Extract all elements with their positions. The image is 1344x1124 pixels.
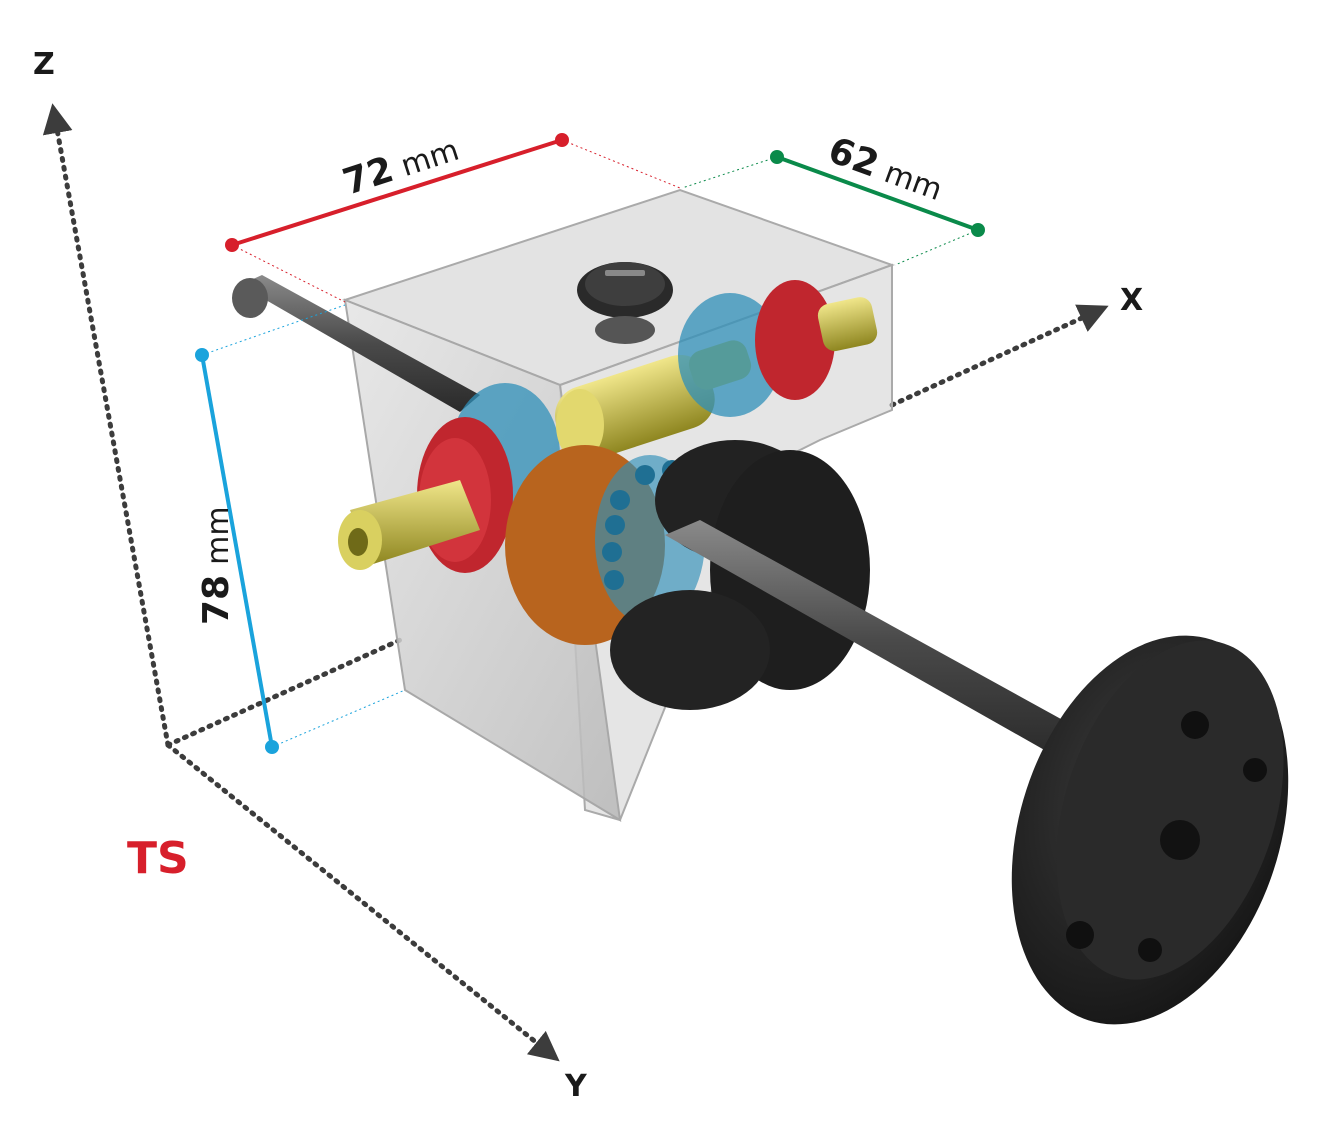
bearing-blue-right (678, 293, 782, 417)
dimension-width: 62mm (681, 130, 985, 266)
gearbox-illustration (232, 188, 1289, 1025)
z-axis-line (42, 103, 171, 748)
bearing-red-right (755, 280, 835, 400)
dimension-height: 78mm (195, 304, 406, 754)
length-dimension-line (231, 138, 563, 247)
height-endpoint-start (195, 348, 209, 362)
top-screw (577, 262, 673, 344)
brand-label: TS (127, 833, 189, 884)
output-stub-shaft (817, 297, 878, 352)
axes: Z X Y (33, 47, 1143, 1104)
z-axis-label: Z (33, 47, 55, 82)
length-endpoint-end (555, 133, 569, 147)
height-label: 78mm (196, 506, 237, 625)
x-axis-line (889, 304, 1109, 408)
height-endpoint-end (265, 740, 279, 754)
y-axis-line (165, 742, 560, 1062)
yellow-drive-shaft (338, 480, 480, 570)
input-threaded-shaft (232, 275, 480, 412)
length-endpoint-start (225, 238, 239, 252)
x-axis-back-line (165, 637, 403, 748)
width-endpoint-end (971, 223, 985, 237)
y-axis-label: Y (564, 1069, 588, 1104)
output-threaded-spindle (665, 520, 1090, 760)
height-dimension-line (200, 354, 274, 748)
dimension-length: 72mm (225, 133, 681, 303)
width-endpoint-start (770, 150, 784, 164)
width-dimension-line (776, 155, 979, 232)
x-axis-label: X (1120, 283, 1143, 318)
flange-plate (1011, 635, 1289, 1025)
